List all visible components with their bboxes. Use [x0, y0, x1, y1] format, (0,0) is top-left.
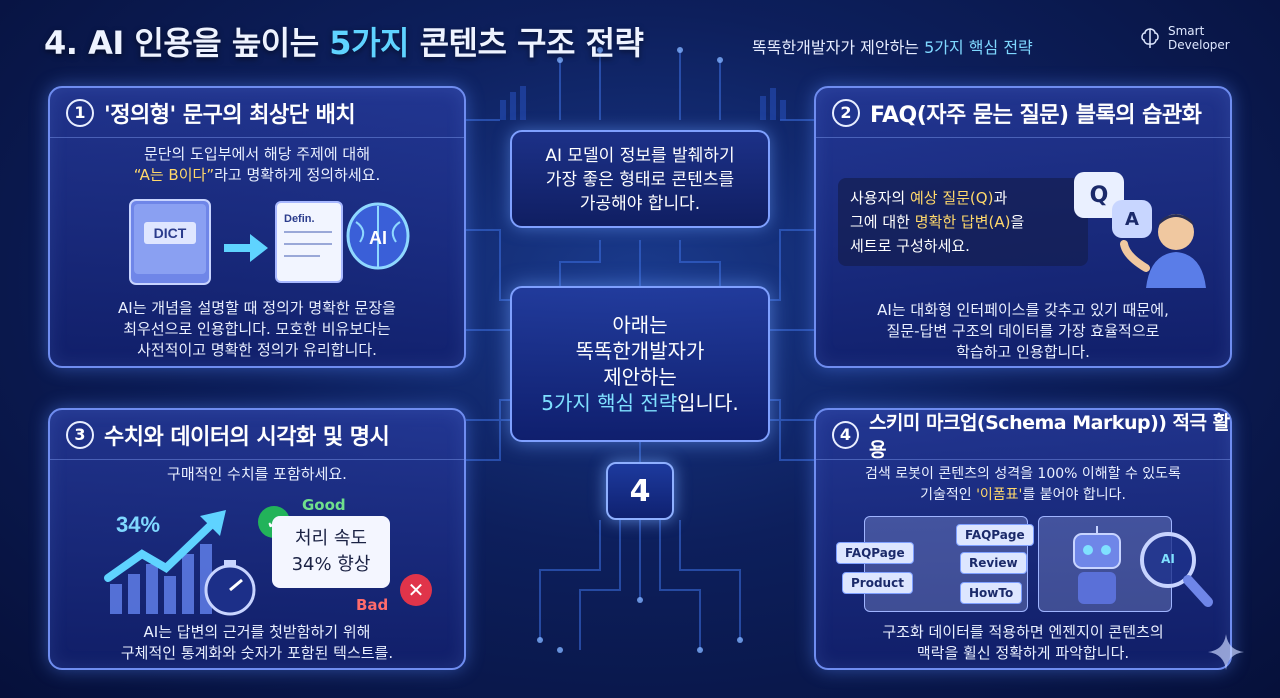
brand-line1: Smart — [1168, 24, 1205, 38]
card-description: 검색 로봇이 콘텐츠의 성격을 100% 이해할 수 있도록 기술적인 '이폼표… — [865, 466, 1181, 503]
card-description: 구매적인 수치를 포함하세요. — [167, 465, 347, 483]
definition-paper-icon — [275, 201, 343, 283]
page-header: 4. AI 인용을 높이는 5가지 콘텐츠 구조 전략 — [44, 18, 644, 64]
card-title: 수치와 데이터의 시각화 및 명시 — [104, 424, 390, 450]
sparkle-icon — [1208, 634, 1244, 670]
schema-tag: HowTo — [960, 582, 1023, 604]
lens-label: AI — [1161, 552, 1175, 566]
arrow-right-icon — [224, 234, 268, 262]
dictionary-book-icon — [129, 199, 211, 285]
center-summary-box: 아래는 똑똑한개발자가 제안하는 5가지 핵심 전략입니다. — [510, 286, 770, 442]
schema-tag: FAQPage — [836, 542, 914, 564]
percent-label: 34% — [116, 512, 160, 537]
brand-line2: Developer — [1168, 38, 1230, 52]
title-highlight: 5가지 — [329, 24, 409, 62]
bad-label: Bad — [356, 596, 389, 614]
card-number: 4 — [832, 420, 859, 449]
page-title: 4. AI 인용을 높이는 5가지 콘텐츠 구조 전략 — [44, 24, 644, 62]
schema-tag: Review — [960, 552, 1027, 574]
good-label: Good — [302, 496, 346, 514]
card-number: 2 — [832, 98, 860, 127]
brain-logo-icon — [1141, 28, 1159, 48]
strategy-card-2: 2 FAQ(자주 묻는 질문) 블록의 습관화 사용자의 예상 질문(Q)과 그에… — [814, 86, 1232, 368]
card-footnote: AI는 대화형 인터페이스를 갖추고 있기 때문에,질문-답변 구조의 데이터를… — [877, 301, 1169, 361]
trend-arrow-icon — [104, 520, 216, 582]
card-title: 스키미 마크업(Schema Markup)) 적극 활용 — [868, 411, 1230, 461]
bad-x-icon: ✕ — [400, 574, 432, 606]
card-number: 3 — [66, 420, 94, 449]
book-label: DICT — [154, 225, 187, 241]
answer-bubble-icon: A — [1112, 200, 1152, 238]
paper-label: Defin. — [284, 213, 315, 225]
page-subtitle: 똑똑한개발자가 제안하는 5가지 핵심 전략 — [752, 38, 1033, 57]
strategy-card-1: 1 '정의형' 문구의 최상단 배치 문단의 도입부에서 해당 주제에 대해 “A… — [48, 86, 466, 368]
schema-tag: Product — [842, 572, 913, 594]
definition-illustration: DICT Defin. AI — [129, 199, 410, 285]
magnifier-icon — [1140, 532, 1213, 607]
ai-brain-icon — [346, 202, 410, 270]
card-title: '정의형' 문구의 최상단 배치 — [104, 102, 356, 128]
stopwatch-icon — [204, 560, 256, 616]
person-icon — [1120, 214, 1206, 288]
center-chip: 4 — [606, 462, 674, 520]
card-title: FAQ(자주 묻는 질문) 블록의 습관화 — [870, 102, 1202, 128]
schema-tag: FAQPage — [956, 524, 1034, 546]
robot-icon — [1073, 526, 1121, 604]
brain-label: AI — [369, 228, 387, 248]
bar-chart-icon — [110, 544, 212, 614]
card-description: 사용자의 예상 질문(Q)과 그에 대한 명확한 답변(A)을 세트로 구성하세… — [838, 178, 1088, 266]
card-description: 문단의 도입부에서 해당 주제에 대해 “A는 B이다”라고 명확하게 정의하세… — [133, 145, 381, 184]
card-number: 1 — [66, 98, 94, 127]
strategy-card-4: 4 스키미 마크업(Schema Markup)) 적극 활용 검색 로봇이 콘텐… — [814, 408, 1232, 670]
growth-chart-illustration: 34% — [104, 510, 256, 616]
